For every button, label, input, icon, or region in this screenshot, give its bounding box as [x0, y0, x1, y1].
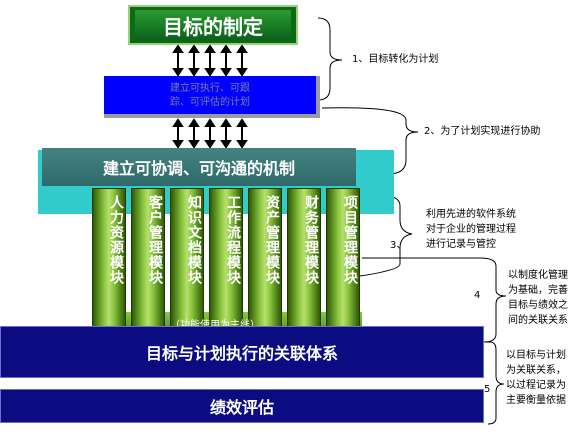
module-asset: 资产管理模块: [248, 188, 282, 334]
performance-evaluation-bar: 绩效评估: [0, 389, 484, 423]
bracket-2: [321, 107, 419, 175]
goal-setting-box: 目标的制定: [128, 5, 298, 45]
annotation-4-line-2: 为基础，完善: [508, 285, 568, 296]
module-project-label: 项目管理模块: [342, 195, 358, 285]
annotation-5-line-4: 主要衡量依据: [506, 395, 566, 406]
module-workflow-label: 工作流程模块: [225, 195, 241, 285]
annotation-3-line-2: 对于企业的管理过程: [426, 224, 516, 235]
module-customer: 客户管理模块: [131, 188, 165, 334]
double-arrows-middle: [172, 118, 248, 149]
annotation-5-line-3: 以过程记录为: [506, 380, 566, 391]
module-finance-label: 财务管理模块: [303, 195, 319, 285]
plan-box-line-1: 建立可执行、可跟: [170, 83, 250, 94]
annotation-4-text: 以制度化管理 为基础，完善 目标与绩效之 间的关联关系: [508, 268, 568, 328]
annotation-3-text: 利用先进的软件系统 对于企业的管理过程 进行记录与管控: [426, 207, 516, 252]
goal-plan-relation-system: 目标与计划执行的关联体系: [0, 326, 484, 378]
bracket-3: [359, 195, 413, 277]
module-finance: 财务管理模块: [287, 188, 321, 334]
module-knowledge-label: 知识文档模块: [186, 195, 202, 285]
bracket-4: [362, 257, 507, 343]
module-knowledge: 知识文档模块: [170, 188, 204, 334]
annotation-3-line-3: 进行记录与管控: [426, 239, 496, 250]
module-customer-label: 客户管理模块: [147, 195, 163, 285]
bracket-1: [317, 17, 343, 101]
annotation-5-number: 5: [484, 384, 491, 395]
coordination-mechanism-bar: 建立可协调、可沟通的机制: [42, 148, 356, 186]
annotation-5-line-2: 为关联关系，: [506, 365, 566, 376]
annotation-2: 2、为了计划实现进行协助: [424, 126, 541, 137]
double-arrows-top: [172, 44, 248, 77]
executable-plan-box: 建立可执行、可跟 踪、可评估的计划: [104, 76, 320, 118]
annotation-5-text: 以目标与计划 为关联关系， 以过程记录为 主要衡量依据: [506, 348, 566, 408]
annotation-3-line-1: 利用先进的软件系统: [426, 209, 516, 220]
annotation-4-line-1: 以制度化管理: [508, 270, 568, 281]
plan-box-line-2: 踪、可评估的计划: [170, 97, 250, 108]
annotation-4-line-3: 目标与绩效之: [508, 300, 568, 311]
annotation-1: 1、目标转化为计划: [352, 54, 439, 65]
annotation-5-line-1: 以目标与计划: [506, 350, 566, 361]
annotation-4-number: 4: [474, 290, 481, 301]
bracket-5: [484, 341, 505, 425]
goal-setting-title: 目标的制定: [135, 10, 291, 40]
module-hr-label: 人力资源模块: [108, 195, 124, 285]
annotation-3-number: 3、: [390, 240, 407, 251]
module-asset-label: 资产管理模块: [264, 195, 280, 285]
annotation-4-line-4: 间的关联关系: [508, 315, 568, 326]
module-hr: 人力资源模块: [92, 188, 126, 334]
module-project: 项目管理模块: [326, 188, 360, 334]
module-workflow: 工作流程模块: [209, 188, 243, 334]
function-mainline-label: （功能使用为主线）: [170, 316, 260, 331]
